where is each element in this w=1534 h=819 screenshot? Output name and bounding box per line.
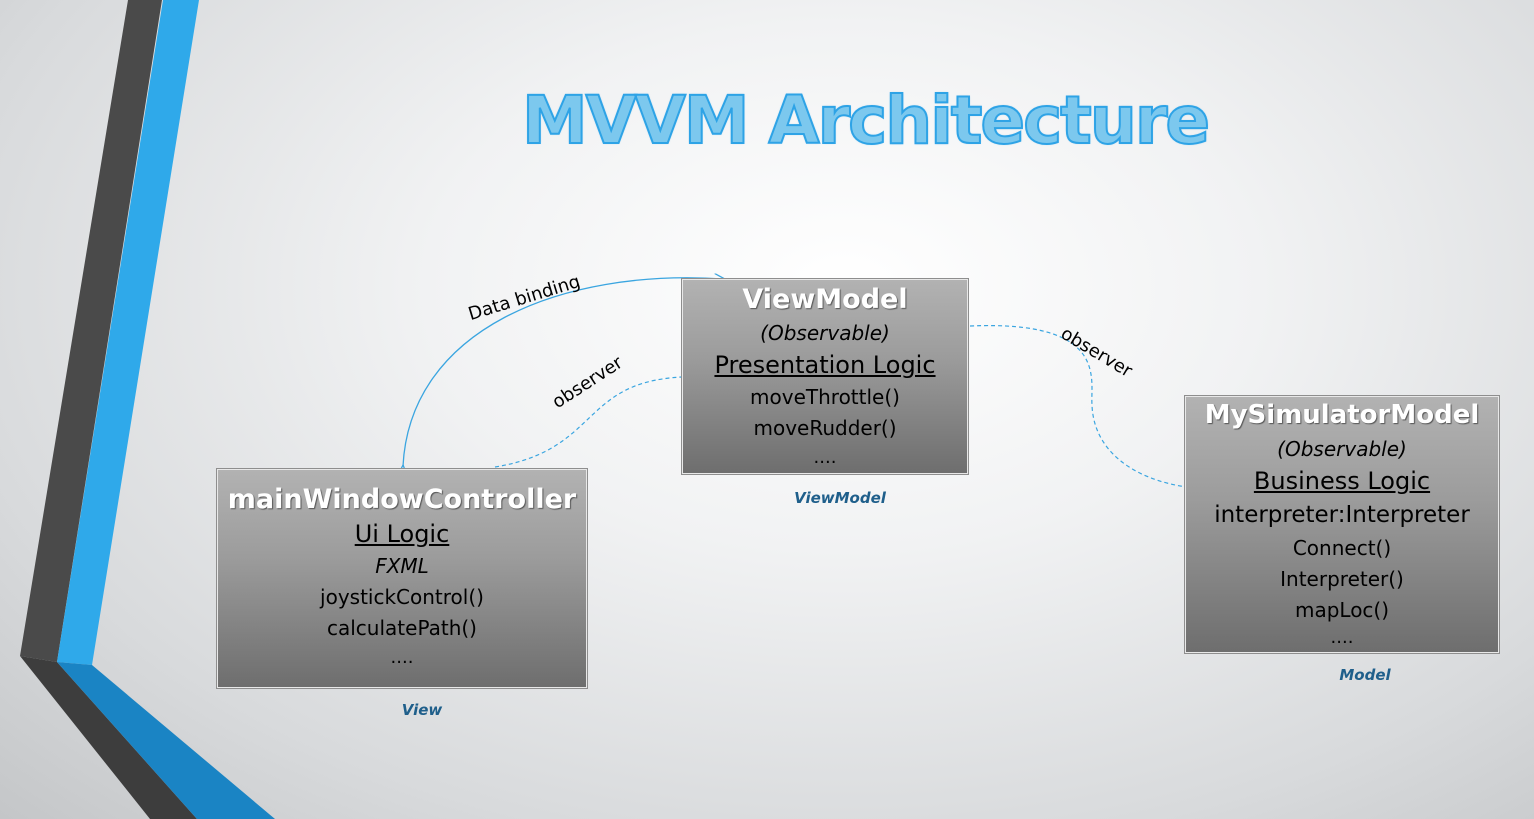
observer-model-connector <box>969 325 1213 490</box>
data-binding-arrow <box>403 278 724 466</box>
page-title: MVVM Architecture <box>521 81 1211 160</box>
view-line: .... <box>390 647 414 668</box>
viewmodel-line: (Observable) <box>760 321 890 345</box>
decorative-stripes <box>20 0 275 819</box>
view-line: calculatePath() <box>327 616 477 640</box>
model-line: Connect() <box>1292 536 1392 560</box>
viewmodel-line: .... <box>813 447 837 468</box>
viewmodel-line: moveThrottle() <box>750 385 900 409</box>
model-line: Interpreter() <box>1280 567 1404 591</box>
viewmodel-box: ViewModel (Observable) Presentation Logi… <box>682 279 968 474</box>
view-box: mainWindowController Ui Logic FXML joyst… <box>217 469 587 688</box>
view-line: joystickControl() <box>320 585 484 609</box>
model-heading: MySimulatorModel <box>1204 400 1480 430</box>
viewmodel-heading: ViewModel <box>742 284 908 315</box>
view-line: FXML <box>375 554 429 578</box>
model-line: (Observable) <box>1277 437 1407 461</box>
model-line: Business Logic <box>1253 467 1431 495</box>
view-line: Ui Logic <box>354 520 450 548</box>
view-caption: View <box>401 701 443 719</box>
model-line: interpreter:Interpreter <box>1214 502 1470 528</box>
viewmodel-line: Presentation Logic <box>714 351 936 379</box>
model-caption: Model <box>1339 666 1391 684</box>
model-line: mapLoc() <box>1294 598 1390 622</box>
viewmodel-line: moveRudder() <box>753 416 897 440</box>
model-box: MySimulatorModel (Observable) Business L… <box>1185 396 1499 653</box>
view-heading: mainWindowController <box>227 484 577 515</box>
observer-view-connector <box>494 376 683 468</box>
model-line: .... <box>1330 627 1354 648</box>
viewmodel-caption: ViewModel <box>794 489 886 507</box>
